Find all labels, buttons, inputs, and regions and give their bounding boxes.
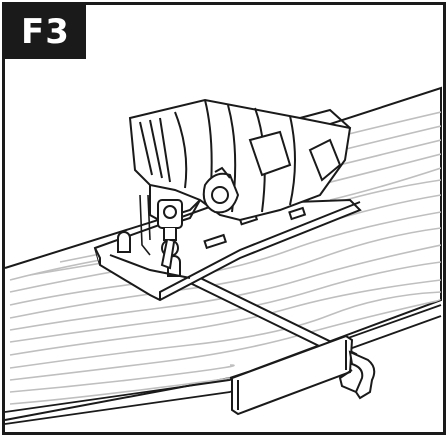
- figure-label-text: F3: [21, 12, 70, 52]
- jigsaw-body: [128, 98, 352, 270]
- wood-grain: [9, 111, 441, 405]
- figure-label: F3: [5, 5, 86, 59]
- parallel-guide-illustration: [186, 272, 376, 416]
